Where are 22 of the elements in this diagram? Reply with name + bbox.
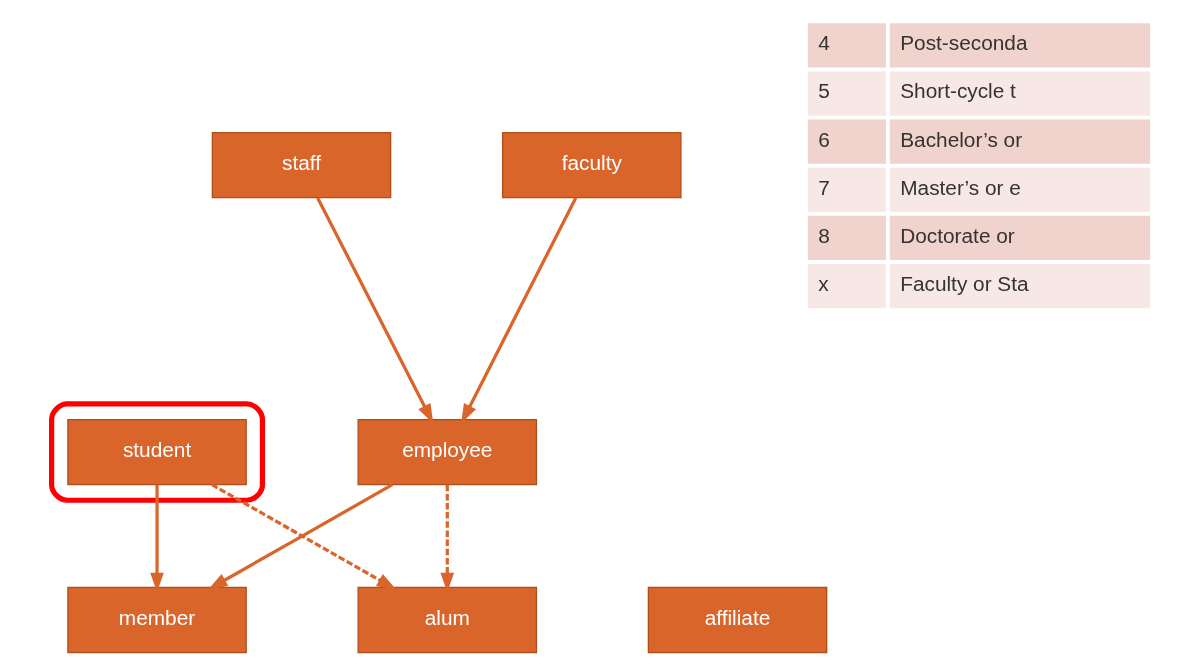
node-box: student [66, 418, 247, 486]
label: x [817, 272, 829, 296]
label: Short-cycle t [899, 79, 1016, 103]
node-box: staff [211, 131, 391, 199]
node-box: faculty [501, 131, 682, 199]
arrow [315, 197, 433, 424]
label: Doctorate or [899, 223, 1015, 247]
node-box: alum [357, 586, 537, 654]
label: Faculty or Sta [899, 272, 1029, 296]
node-box: affiliate [647, 586, 827, 654]
node-box: employee [357, 418, 537, 486]
label: 4 [817, 31, 830, 55]
label: 5 [817, 79, 830, 103]
label: 6 [817, 127, 830, 151]
node-box: member [66, 586, 247, 654]
label: Bachelor’s or [899, 127, 1022, 151]
cluster [48, 401, 265, 503]
arrow [460, 197, 577, 424]
label: Post-seconda [899, 31, 1027, 55]
label: Master’s or e [899, 175, 1021, 199]
label: 7 [817, 175, 830, 199]
label: 8 [817, 223, 830, 247]
